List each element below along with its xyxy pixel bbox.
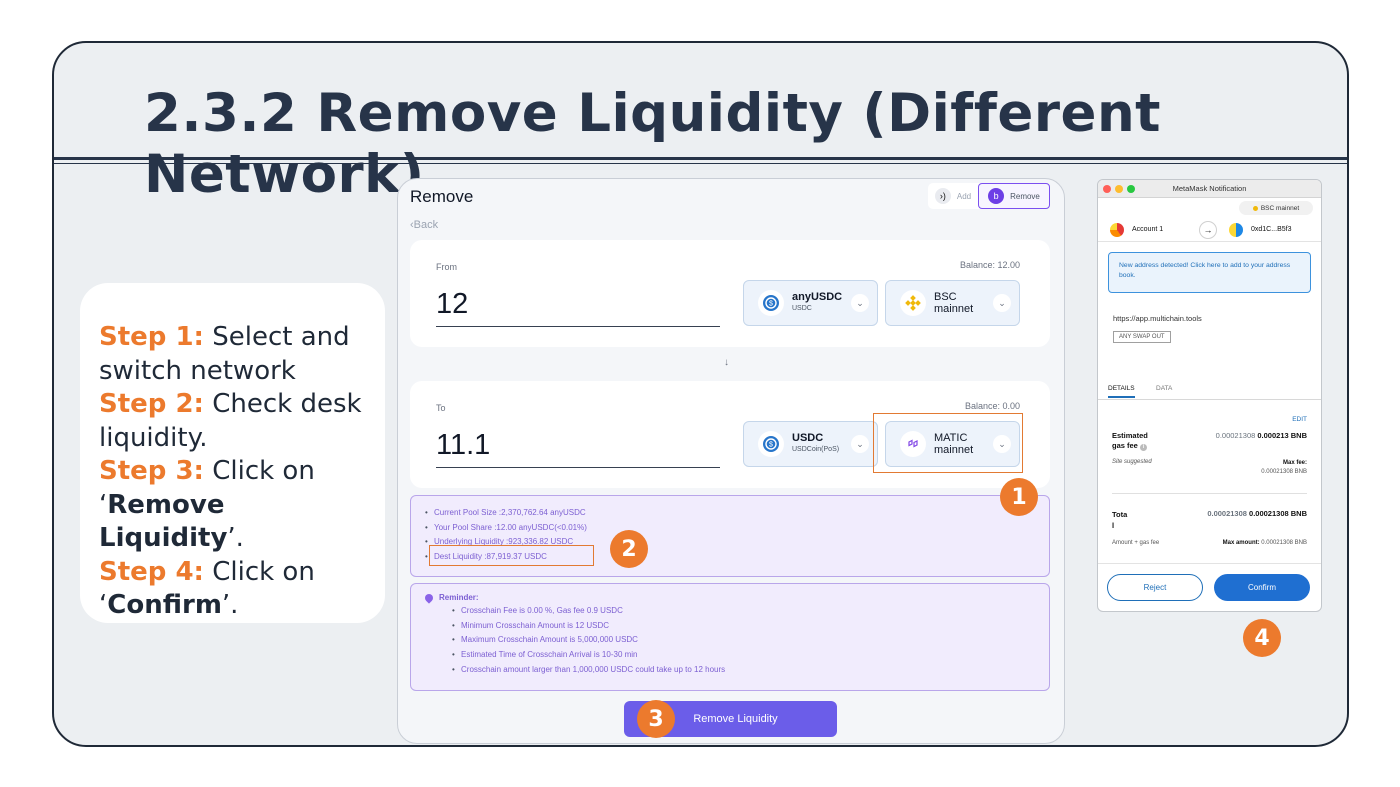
close-dot[interactable] bbox=[1103, 185, 1111, 193]
tab-remove[interactable]: b Remove bbox=[978, 183, 1050, 209]
slide-title: 2.3.2 Remove Liquidity (Different Networ… bbox=[144, 83, 1162, 205]
pool-info-box: Current Pool Size :2,370,762.64 anyUSDC … bbox=[410, 495, 1050, 577]
step-3: Step 3: Click on ‘Remove Liquidity’. bbox=[99, 456, 315, 553]
tab-details[interactable]: DETAILS bbox=[1108, 385, 1135, 398]
chevron-down-icon: ⌄ bbox=[851, 435, 869, 453]
account-avatar bbox=[1110, 223, 1124, 237]
dest-liquidity-highlight bbox=[429, 545, 594, 566]
metamask-footer: Reject Confirm bbox=[1098, 563, 1321, 601]
from-balance: Balance: 12.00 bbox=[959, 260, 1020, 270]
reminder-item: Crosschain Fee is 0.00 %, Gas fee 0.9 US… bbox=[452, 604, 1049, 619]
reminder-item: Minimum Crosschain Amount is 12 USDC bbox=[452, 619, 1049, 634]
origin-url: https://app.multichain.tools bbox=[1113, 314, 1202, 323]
gas-fee-value: 0.00021308 0.000213 BNB bbox=[1215, 431, 1307, 440]
reject-button[interactable]: Reject bbox=[1107, 574, 1203, 601]
site-suggested: Site suggested bbox=[1112, 459, 1152, 465]
to-balance: Balance: 0.00 bbox=[964, 401, 1020, 411]
max-amount: Max amount: 0.00021308 BNB bbox=[1222, 540, 1307, 546]
network-highlight bbox=[873, 413, 1023, 473]
svg-text:$: $ bbox=[769, 301, 773, 308]
reminder-box: Reminder: Crosschain Fee is 0.00 %, Gas … bbox=[410, 583, 1050, 691]
network-pill[interactable]: BSC mainnet bbox=[1239, 201, 1313, 215]
step-badge-1: 1 bbox=[1000, 478, 1038, 516]
network-dot-icon bbox=[1252, 205, 1258, 211]
divider bbox=[1112, 493, 1307, 494]
chevron-down-icon: ⌄ bbox=[993, 435, 1011, 453]
amount-gas-label: Amount + gas fee bbox=[1112, 540, 1160, 546]
info-icon: i bbox=[1139, 444, 1147, 451]
step-1: Step 1: Select and switch network bbox=[99, 322, 350, 386]
remove-icon: b bbox=[988, 188, 1005, 204]
new-address-notice[interactable]: New address detected! Click here to add … bbox=[1108, 252, 1311, 293]
remove-liquidity-panel: Remove ›) Add b Remove ‹Back From Balanc… bbox=[397, 178, 1065, 744]
total-value: 0.00021308 0.00021308 BNB bbox=[1207, 509, 1307, 518]
confirm-button[interactable]: Confirm bbox=[1214, 574, 1310, 601]
arrow-down-icon: ↓ bbox=[724, 357, 729, 368]
svg-text:$: $ bbox=[769, 442, 773, 449]
arrow-right-icon: → bbox=[1199, 221, 1217, 239]
minimize-dot[interactable] bbox=[1115, 185, 1123, 193]
underlying-liquidity: Underlying Liquidity :923,336.82 USDC bbox=[425, 535, 1049, 550]
from-label: From bbox=[436, 262, 457, 272]
to-label: To bbox=[436, 403, 446, 413]
step-badge-2: 2 bbox=[610, 530, 648, 568]
reminder-title: Reminder: bbox=[439, 593, 479, 602]
panel-title: Remove bbox=[410, 187, 474, 206]
back-link[interactable]: ‹Back bbox=[410, 219, 439, 231]
metamask-window: MetaMask Notification BSC mainnet Accoun… bbox=[1097, 179, 1322, 612]
dest-liquidity: Dest Liquidity :87,919.37 USDC bbox=[425, 550, 1049, 565]
pool-size: Current Pool Size :2,370,762.64 anyUSDC bbox=[425, 506, 1049, 521]
account-row: Account 1 → 0xd1C...B5f3 bbox=[1098, 218, 1321, 242]
tab-add[interactable]: ›) Add bbox=[928, 183, 978, 209]
title-divider-thin bbox=[54, 163, 1347, 164]
edit-link[interactable]: EDIT bbox=[1292, 416, 1307, 423]
max-fee: Max fee:0.00021308 BNB bbox=[1261, 460, 1307, 475]
usdc-icon: $ bbox=[758, 290, 784, 316]
to-network-select[interactable]: MATIC mainnet ⌄ bbox=[885, 421, 1020, 467]
title-divider bbox=[54, 157, 1347, 160]
step-badge-3: 3 bbox=[637, 700, 675, 738]
reminder-item: Maximum Crosschain Amount is 5,000,000 U… bbox=[452, 633, 1049, 648]
from-amount-input[interactable]: 12 bbox=[436, 285, 720, 327]
add-icon: ›) bbox=[934, 188, 951, 204]
reminder-item: Estimated Time of Crosschain Arrival is … bbox=[452, 648, 1049, 663]
step-4: Step 4: Click on ‘Confirm’. bbox=[99, 556, 315, 621]
metamask-titlebar: MetaMask Notification bbox=[1098, 180, 1321, 198]
reminder-item: Crosschain amount larger than 1,000,000 … bbox=[452, 663, 1049, 678]
method-tag: ANY SWAP OUT bbox=[1113, 331, 1171, 343]
step-2: Step 2: Check desk liquidity. bbox=[99, 389, 362, 453]
recipient-avatar bbox=[1229, 223, 1243, 237]
details-tabs: DETAILS DATA bbox=[1098, 378, 1321, 400]
matic-icon bbox=[900, 431, 926, 457]
steps-panel: Step 1: Select and switch network Step 2… bbox=[80, 283, 385, 623]
chevron-down-icon: ⌄ bbox=[851, 294, 869, 312]
bsc-icon bbox=[900, 290, 926, 316]
slide-frame: 2.3.2 Remove Liquidity (Different Networ… bbox=[52, 41, 1349, 747]
tab-data[interactable]: DATA bbox=[1156, 385, 1173, 392]
zoom-dot[interactable] bbox=[1127, 185, 1135, 193]
usdc-icon: $ bbox=[758, 431, 784, 457]
mode-toggle: ›) Add b Remove bbox=[928, 183, 1050, 209]
from-network-select[interactable]: BSC mainnet ⌄ bbox=[885, 280, 1020, 326]
pin-icon bbox=[423, 591, 435, 604]
pool-share: Your Pool Share :12.00 anyUSDC(<0.01%) bbox=[425, 521, 1049, 536]
chevron-down-icon: ⌄ bbox=[993, 294, 1011, 312]
step-badge-4: 4 bbox=[1243, 619, 1281, 657]
to-amount-input[interactable]: 11.1 bbox=[436, 426, 720, 468]
